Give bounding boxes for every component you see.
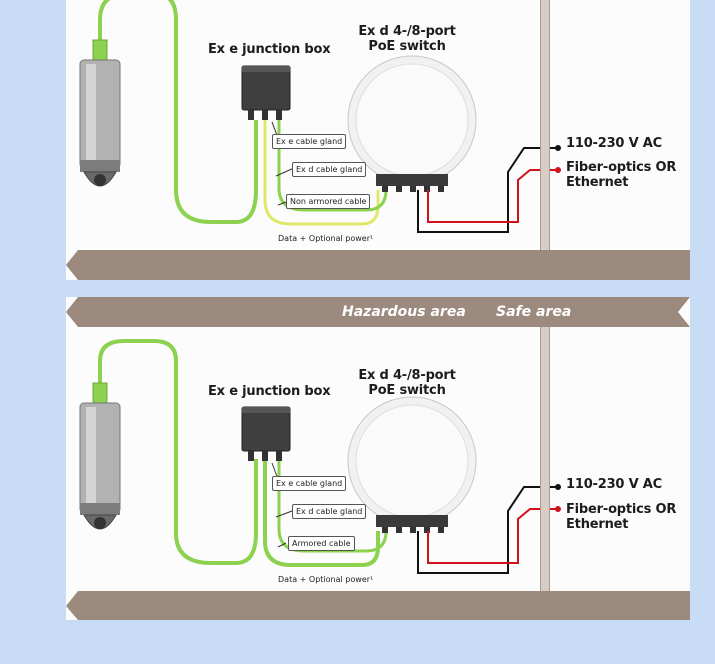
hazardous-area-label: Hazardous area	[342, 304, 466, 320]
non-armored-cable	[263, 120, 380, 226]
data-cable	[277, 120, 388, 212]
ac-power-line	[417, 147, 558, 233]
poe-switch-icon	[347, 396, 477, 533]
switch-label-line2: PoE switch	[368, 383, 446, 398]
ac-label: 110-230 V AC	[566, 136, 662, 151]
safe-area-label: Safe area	[496, 304, 572, 320]
diagram-non-armored: Ex e junction box Ex d 4-/8-port PoE swi…	[66, 0, 690, 280]
zone-banner	[66, 297, 690, 327]
camera-icon	[79, 382, 121, 530]
camera-cable	[98, 0, 258, 224]
fiber-line	[427, 169, 558, 223]
ground-strip	[66, 250, 690, 280]
callout-ex-d-gland: Ex d cable gland	[292, 162, 367, 177]
ac-power-line	[417, 486, 558, 574]
junction-box-label: Ex e junction box	[208, 42, 331, 57]
diagram-1-graphics	[79, 0, 561, 233]
switch-label-line2: PoE switch	[368, 39, 446, 54]
ac-terminal-icon	[555, 484, 561, 490]
zone-divider	[540, 327, 550, 620]
switch-label: Ex d 4-/8-port PoE switch	[352, 24, 462, 54]
fiber-label-line2: Ethernet	[566, 517, 629, 532]
ground-strip	[66, 591, 690, 620]
junction-box-label: Ex e junction box	[208, 384, 331, 399]
callout-ex-d-gland: Ex d cable gland	[292, 504, 367, 519]
diagram-2-graphics	[79, 339, 561, 574]
ac-label: 110-230 V AC	[566, 477, 662, 492]
switch-label-line1: Ex d 4-/8-port	[358, 24, 456, 39]
ac-terminal-icon	[555, 145, 561, 151]
data-power-note: Data + Optional power¹	[278, 234, 374, 243]
fiber-label: Fiber-optics OR Ethernet	[566, 160, 676, 190]
callout-ex-e-gland: Ex e cable gland	[272, 476, 347, 491]
fiber-line	[427, 508, 558, 564]
data-power-note: Data + Optional power¹	[278, 575, 374, 584]
switch-label: Ex d 4-/8-port PoE switch	[352, 368, 462, 398]
poe-switch-icon	[347, 55, 477, 192]
fiber-label-line1: Fiber-optics OR	[566, 502, 677, 517]
camera-cable	[98, 339, 258, 565]
junction-box-icon	[241, 65, 291, 120]
callout-ex-e-gland: Ex e cable gland	[272, 134, 347, 149]
data-cable	[277, 461, 388, 553]
fiber-terminal-icon	[555, 506, 561, 512]
fiber-label-line2: Ethernet	[566, 175, 629, 190]
fiber-terminal-icon	[555, 167, 561, 173]
armored-cable	[263, 461, 380, 567]
fiber-label: Fiber-optics OR Ethernet	[566, 502, 676, 532]
fiber-label-line1: Fiber-optics OR	[566, 160, 677, 175]
switch-label-line1: Ex d 4-/8-port	[358, 368, 456, 383]
callout-cable: Non armored cable	[286, 194, 371, 209]
junction-box-icon	[241, 406, 291, 461]
callout-cable: Armored cable	[288, 536, 355, 551]
diagram-armored: Hazardous area Safe area	[66, 297, 690, 620]
camera-icon	[79, 39, 121, 187]
zone-divider	[540, 0, 550, 280]
